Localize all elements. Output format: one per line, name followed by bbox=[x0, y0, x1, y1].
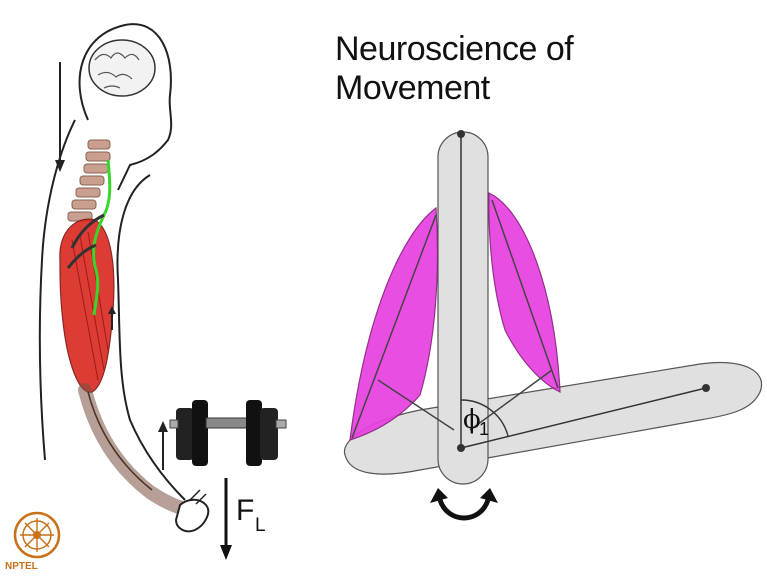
nptel-logo-icon bbox=[12, 510, 62, 560]
shoulder-joint-dot bbox=[457, 130, 465, 138]
joint-angle-subscript: 1 bbox=[479, 419, 489, 440]
flexor-muscle bbox=[350, 208, 437, 440]
wrist-dot bbox=[702, 384, 710, 392]
nptel-logo-text: NPTEL bbox=[5, 561, 38, 572]
rotation-arrow-icon bbox=[430, 488, 498, 518]
elbow-joint-dot bbox=[457, 444, 465, 452]
